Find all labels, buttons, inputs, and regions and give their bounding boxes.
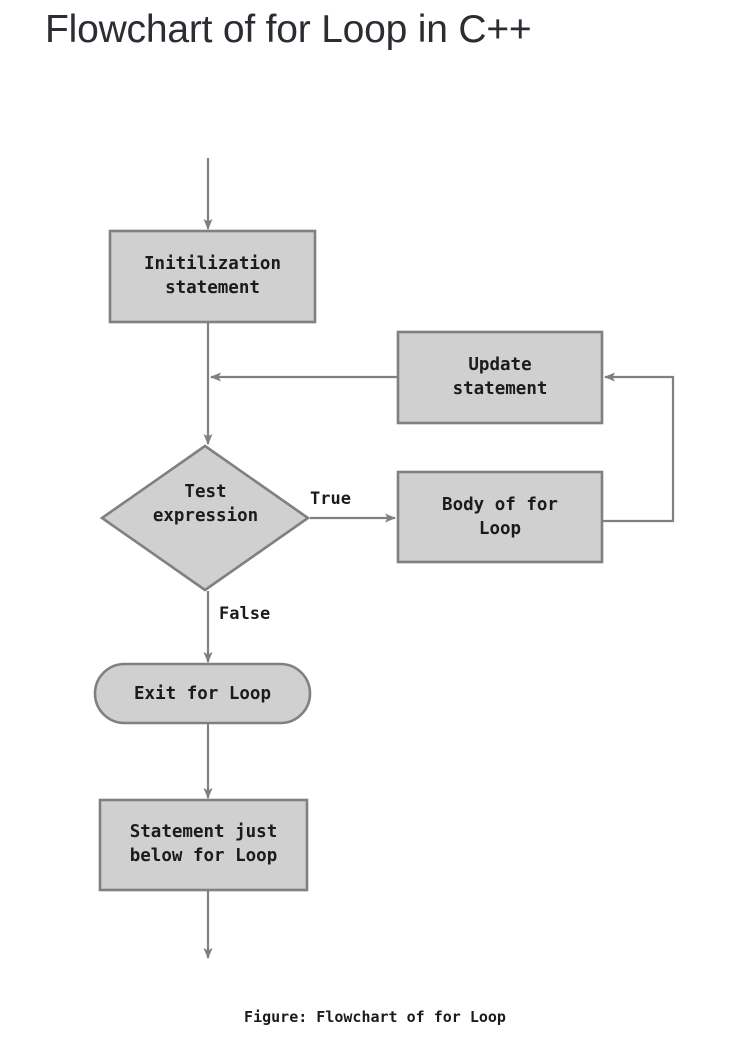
node-body-of-for-loop[interactable]: [396, 470, 604, 564]
page-title: Flowchart of for Loop in C++: [45, 8, 532, 51]
figure-caption: Figure: Flowchart of for Loop: [244, 1008, 506, 1026]
node-test-expression[interactable]: [99, 444, 311, 592]
node-update-statement[interactable]: [396, 330, 604, 425]
node-exit-for-loop[interactable]: [93, 662, 312, 725]
edge-body-to-update: [602, 372, 675, 523]
node-statement-below-for-loop[interactable]: [98, 798, 309, 892]
node-initialization-statement[interactable]: [108, 229, 317, 324]
edge-label-false: False: [219, 604, 271, 624]
edge-label-true: True: [310, 489, 351, 509]
